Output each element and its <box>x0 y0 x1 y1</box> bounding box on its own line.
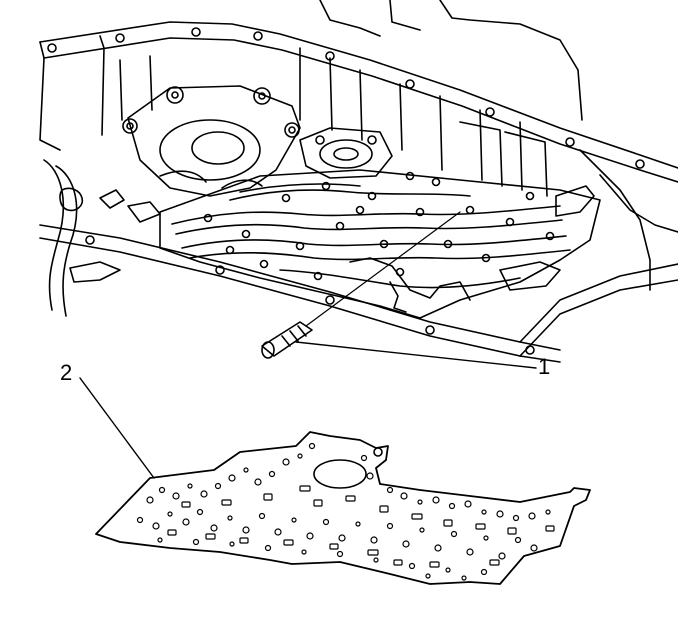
callout-2-leader <box>79 377 155 479</box>
valve-body <box>159 169 601 319</box>
callout-1-part <box>261 211 537 369</box>
transmission-case <box>39 0 678 363</box>
valve-body-bolts <box>203 171 555 281</box>
callout-label-1: 1 <box>538 354 551 379</box>
callout-label-2: 2 <box>60 360 73 385</box>
accumulator-housing <box>122 85 301 197</box>
solenoid-body <box>299 127 393 179</box>
spacer-plate-holes <box>136 442 555 581</box>
spacer-plate <box>79 377 591 585</box>
flange-bolt-holes <box>47 27 645 355</box>
callout-1-leader <box>295 341 537 369</box>
